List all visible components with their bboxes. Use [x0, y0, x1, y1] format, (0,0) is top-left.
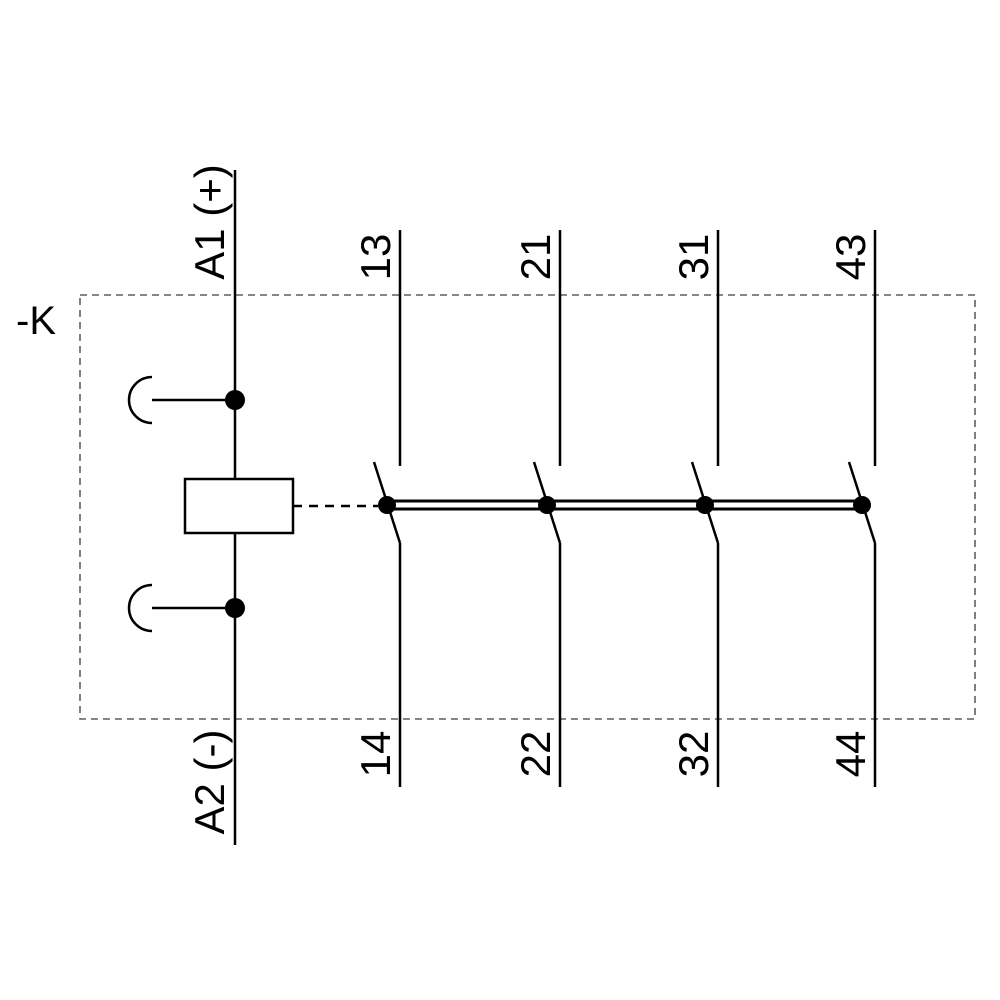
- device-boundary-dashed-box: [79, 294, 976, 720]
- pole1-linkage-dot: [378, 496, 396, 514]
- contact-pole-3: 31 32: [670, 230, 720, 787]
- pole3-top-terminal-label: 31: [670, 234, 717, 281]
- device-label: -K: [16, 299, 56, 343]
- coil-symbol: [183, 477, 295, 535]
- pole1-top-terminal-label: 13: [352, 234, 399, 281]
- coil-terminal-arc-bottom: [127, 583, 153, 633]
- contact-pole-1: 13 14: [352, 230, 402, 787]
- pole1-bottom-terminal-label: 14: [352, 731, 399, 778]
- coil-terminal-label-top: A1 (+): [186, 164, 233, 280]
- contact-linkage-bar: [387, 499, 862, 511]
- coil-branch: A1 (+) A2 (-): [127, 164, 295, 845]
- pole4-top-terminal-label: 43: [827, 234, 874, 281]
- pole4-linkage-dot: [853, 496, 871, 514]
- pole4-bottom-terminal-label: 44: [827, 731, 874, 778]
- pole2-linkage-dot: [538, 496, 556, 514]
- pole2-top-terminal-label: 21: [512, 234, 559, 281]
- junction-dot-top: [225, 390, 245, 410]
- junction-dot-bottom: [225, 598, 245, 618]
- coil-terminal-arc-top: [127, 375, 153, 425]
- contact-pole-4: 43 44: [827, 230, 877, 787]
- pole3-linkage-dot: [696, 496, 714, 514]
- coil-terminal-label-bottom: A2 (-): [186, 730, 233, 835]
- contact-pole-2: 21 22: [512, 230, 562, 787]
- pole3-bottom-terminal-label: 32: [670, 731, 717, 778]
- pole2-bottom-terminal-label: 22: [512, 731, 559, 778]
